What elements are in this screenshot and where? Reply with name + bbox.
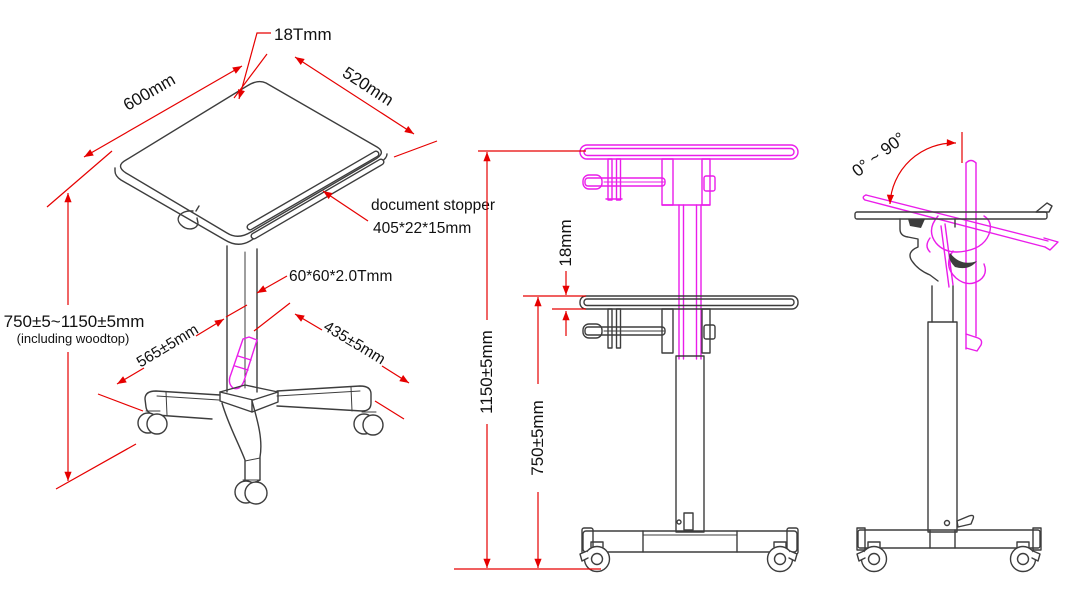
iso-base	[144, 384, 372, 484]
label-height-note: (including woodtop)	[17, 331, 130, 346]
leader-column-size	[256, 275, 288, 294]
label-min-height: 750±5mm	[528, 400, 547, 475]
front-lowered-position	[579, 295, 799, 354]
label-height-range: 750±5~1150±5mm	[4, 312, 145, 331]
iso-height-lever	[228, 336, 258, 390]
label-top-width: 520mm	[339, 63, 397, 110]
label-stopper-size: 405*22*15mm	[373, 220, 471, 237]
iso-document-stopper	[246, 150, 385, 240]
iso-tilt-handle	[177, 205, 200, 230]
iso-tabletop	[114, 80, 388, 245]
dim-line-435-left	[294, 313, 323, 331]
label-column-size: 60*60*2.0Tmm	[289, 268, 392, 285]
dim-line-565-left	[116, 367, 145, 385]
dim-line-600	[83, 65, 243, 158]
front-caster-right	[766, 541, 798, 573]
side-tabletop	[854, 202, 1053, 282]
label-base-side: 435±5mm	[320, 318, 388, 368]
iso-caster-left	[137, 410, 168, 435]
side-caster-right	[1009, 541, 1041, 573]
leader-document-stopper	[322, 190, 369, 222]
dim-line-520	[294, 56, 415, 135]
side-column	[927, 285, 975, 533]
front-raised-position	[579, 144, 799, 360]
dim-line-435-right	[381, 365, 410, 384]
dim-arc-tilt	[886, 139, 957, 205]
side-view: 0° ~ 90°	[848, 129, 1059, 573]
front-column	[675, 355, 705, 533]
front-dimensions	[454, 150, 601, 570]
label-max-height: 1150±5mm	[477, 330, 496, 414]
isometric-view: 600mm 520mm 18Tmm document stopper 405*2…	[4, 25, 495, 505]
dim-line-565-right	[195, 318, 225, 337]
iso-column	[226, 245, 258, 393]
label-wood-thickness: 18mm	[556, 219, 575, 266]
side-dimensions	[886, 132, 963, 205]
iso-caster-right	[353, 411, 384, 436]
front-base	[581, 527, 799, 555]
side-tilted-top	[862, 159, 1059, 352]
front-view: 1150±5mm 750±5mm 18mm	[454, 144, 799, 573]
label-stopper-name: document stopper	[371, 197, 495, 214]
iso-dimensions	[46, 32, 438, 490]
side-base	[856, 527, 1042, 551]
iso-caster-front	[234, 479, 268, 505]
leader-18t	[237, 32, 271, 100]
front-caster-left	[579, 541, 611, 573]
side-caster-left	[856, 541, 888, 573]
label-top-thickness: 18Tmm	[274, 25, 332, 44]
